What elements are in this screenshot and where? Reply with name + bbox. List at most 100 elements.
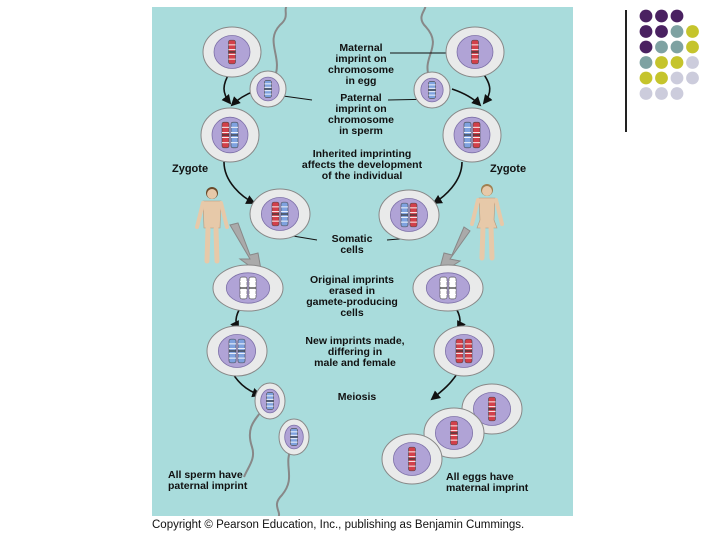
flow-arrow [481,71,493,105]
nucleus [453,116,491,154]
decorative-dot-grid [639,9,699,100]
sperm-cell [254,382,286,420]
arm [470,198,480,226]
decorative-dot [670,9,684,23]
nucleus [389,198,428,232]
maternal-imprint-label: Maternal imprint on chromosome in egg [296,43,426,87]
label-line: imprint on [335,53,387,65]
torso [202,200,222,229]
leg [479,223,486,261]
paternal-imprint-label: Paternal imprint on chromosome in sperm [296,93,426,137]
female-figure [470,184,504,261]
leg [488,223,495,261]
nucleus [211,116,249,154]
somatic-cells-label: Somatic cells [302,234,402,256]
decorative-dot [686,71,699,85]
decorative-dot [655,9,668,23]
label-line: imprint on [335,103,387,115]
face [207,189,217,199]
label-line: of the individual [321,170,403,182]
label-line: All eggs have [446,471,514,483]
zygote-right-label: Zygote [490,163,527,175]
decorative-dot [670,25,684,38]
new-imprint-cell-female [433,325,495,377]
torso [476,197,498,229]
flow-arrow [451,88,482,107]
nucleus [225,272,271,304]
sperm-cell [278,418,310,456]
all-eggs-label: All eggs have maternal imprint [446,472,528,494]
meiosis-label: Meiosis [337,391,377,403]
label-line: paternal imprint [168,480,248,492]
flow-arrow [430,371,459,401]
decorative-dot [655,25,668,38]
nucleus [218,334,257,368]
sperm-cell-right [413,71,451,109]
all-sperm-label: All sperm have paternal imprint [168,470,247,492]
egg-cell-left [202,26,262,78]
label-line: All sperm have [168,469,243,481]
label-line: Paternal [340,92,382,104]
arm [219,201,229,229]
label-line: gamete-producing [306,296,398,308]
decorative-dot [670,71,684,85]
decorative-divider [625,10,627,132]
decorative-dot [670,40,684,54]
zygote-cell-right [442,107,502,163]
face [482,186,492,196]
development-arrow [437,226,471,277]
sperm-cell-left [249,70,287,108]
new-imprint-cell-male [206,325,268,377]
genomic-imprinting-diagram: Maternal imprint on chromosome in egg Pa… [152,7,573,516]
decorative-dot [639,25,653,38]
nucleus [444,334,483,368]
egg-cell [381,433,443,485]
decorative-dot [639,56,653,69]
somatic-cell-female [378,189,440,241]
egg-cell-right [445,26,505,78]
egg-cell [423,407,485,459]
male-figure [195,187,229,264]
sperm-tail [272,7,288,80]
label-line: chromosome [328,114,394,126]
label-line: differing in [327,346,383,358]
leg [213,226,220,264]
flow-arrow [432,161,463,204]
decorative-dot [639,9,653,23]
new-imprints-label: New imprints made, differing in male and… [270,336,440,369]
decorative-dot [655,40,668,54]
decorative-dot [670,87,684,100]
label-line: maternal imprint [446,482,529,494]
label-line: male and female [314,357,396,369]
label-line: cells [340,307,364,319]
label-line: Original imprints [309,274,394,286]
arm [494,198,504,226]
label-line: New imprints made, [305,335,405,347]
inherited-imprinting-label: Inherited imprinting affects the develop… [262,149,462,182]
decorative-dot [686,40,699,54]
development-arrow [229,222,263,277]
label-line: Maternal [339,42,383,54]
gamete-producing-cell-male [212,264,284,312]
leg [204,226,211,264]
sperm-tail [275,446,293,516]
zygote-cell-left [200,107,260,163]
label-line: erased in [328,285,376,297]
label-line: in egg [345,75,377,87]
decorative-dot [639,87,653,100]
nucleus [425,272,471,304]
gamete-producing-cell-female [412,264,484,312]
decorative-dot [655,56,668,69]
decorative-dot [670,56,684,69]
label-line: chromosome [328,64,394,76]
nucleus [261,197,300,231]
decorative-dot [686,56,699,69]
decorative-dot [639,71,653,85]
arm [195,201,205,229]
flow-arrow [223,161,256,204]
label-line: Somatic [331,233,373,245]
original-imprints-label: Original imprints erased in gamete-produ… [272,275,432,319]
decorative-dot [686,25,699,38]
decorative-dot [655,87,668,100]
label-line: in sperm [339,125,383,137]
